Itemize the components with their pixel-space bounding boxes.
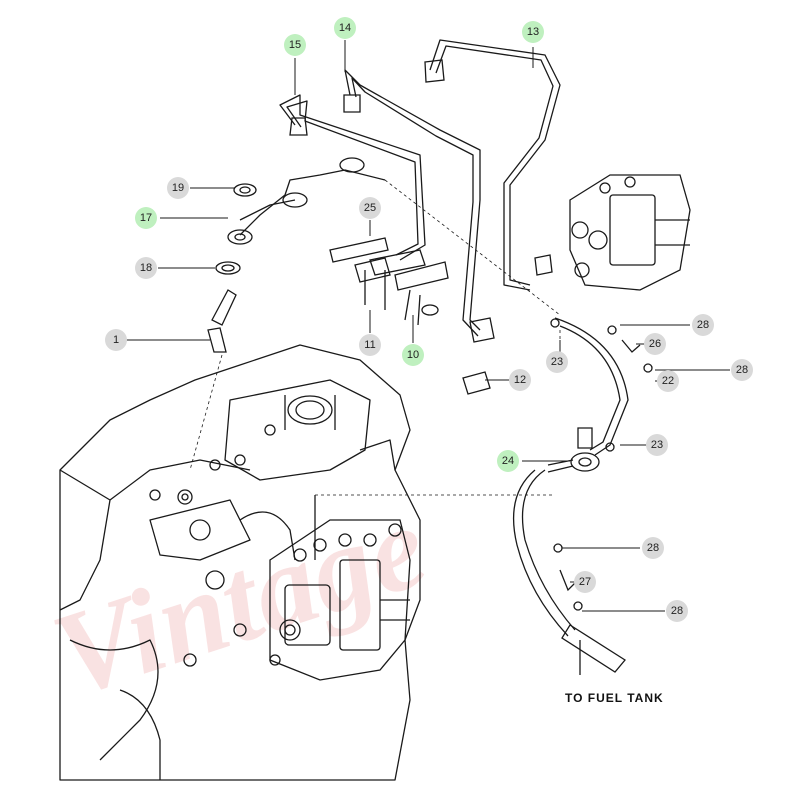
injection-pump-upper: [569, 174, 691, 291]
callout-1[interactable]: 1: [105, 329, 127, 351]
callout-15[interactable]: 15: [284, 34, 306, 56]
svg-text:12: 12: [514, 374, 526, 386]
callout-14[interactable]: 14: [334, 17, 356, 39]
callout-24[interactable]: 24: [497, 450, 519, 472]
callout-26[interactable]: 26: [644, 333, 666, 355]
leader-lines: [126, 40, 730, 612]
callout-23-lower[interactable]: 23: [646, 434, 668, 456]
svg-text:25: 25: [364, 202, 376, 214]
svg-text:28: 28: [697, 319, 709, 331]
svg-text:17: 17: [140, 212, 152, 224]
svg-text:11: 11: [364, 339, 375, 351]
callout-28-a[interactable]: 28: [692, 314, 714, 336]
callout-11[interactable]: 11: [359, 334, 381, 356]
svg-text:1: 1: [113, 334, 119, 346]
callout-28-c[interactable]: 28: [642, 537, 664, 559]
callout-27[interactable]: 27: [574, 571, 596, 593]
svg-text:23: 23: [651, 439, 663, 451]
svg-text:19: 19: [172, 182, 184, 194]
injection-pipes: [239, 39, 561, 337]
callout-12[interactable]: 12: [509, 369, 531, 391]
fuel-return-hose: [512, 317, 653, 675]
svg-text:24: 24: [502, 455, 514, 467]
clamp-plates: [329, 237, 449, 326]
svg-text:28: 28: [736, 364, 748, 376]
callout-10[interactable]: 10: [402, 344, 424, 366]
callout-17[interactable]: 17: [135, 207, 157, 229]
to-fuel-tank-label: TO FUEL TANK: [565, 691, 664, 705]
svg-text:26: 26: [649, 338, 661, 350]
injector-parts: [207, 59, 593, 449]
callout-22[interactable]: 22: [657, 370, 679, 392]
svg-text:10: 10: [407, 349, 419, 361]
injection-pump-lower: [269, 495, 411, 681]
callout-28-b[interactable]: 28: [731, 359, 753, 381]
callouts: 1 10 11 12 13 14 15 17 18 19 22 23 23 24…: [105, 17, 753, 622]
svg-text:22: 22: [662, 375, 674, 387]
callout-13[interactable]: 13: [522, 21, 544, 43]
svg-text:28: 28: [647, 542, 659, 554]
svg-text:23: 23: [551, 356, 563, 368]
svg-text:28: 28: [671, 605, 683, 617]
engine-block: [59, 344, 421, 781]
callout-25[interactable]: 25: [359, 197, 381, 219]
callout-19[interactable]: 19: [167, 177, 189, 199]
svg-text:15: 15: [289, 39, 301, 51]
svg-text:13: 13: [527, 26, 539, 38]
callout-18[interactable]: 18: [135, 257, 157, 279]
svg-text:14: 14: [339, 22, 351, 34]
svg-text:27: 27: [579, 576, 591, 588]
svg-text:18: 18: [140, 262, 152, 274]
callout-23-upper[interactable]: 23: [546, 351, 568, 373]
callout-28-d[interactable]: 28: [666, 600, 688, 622]
